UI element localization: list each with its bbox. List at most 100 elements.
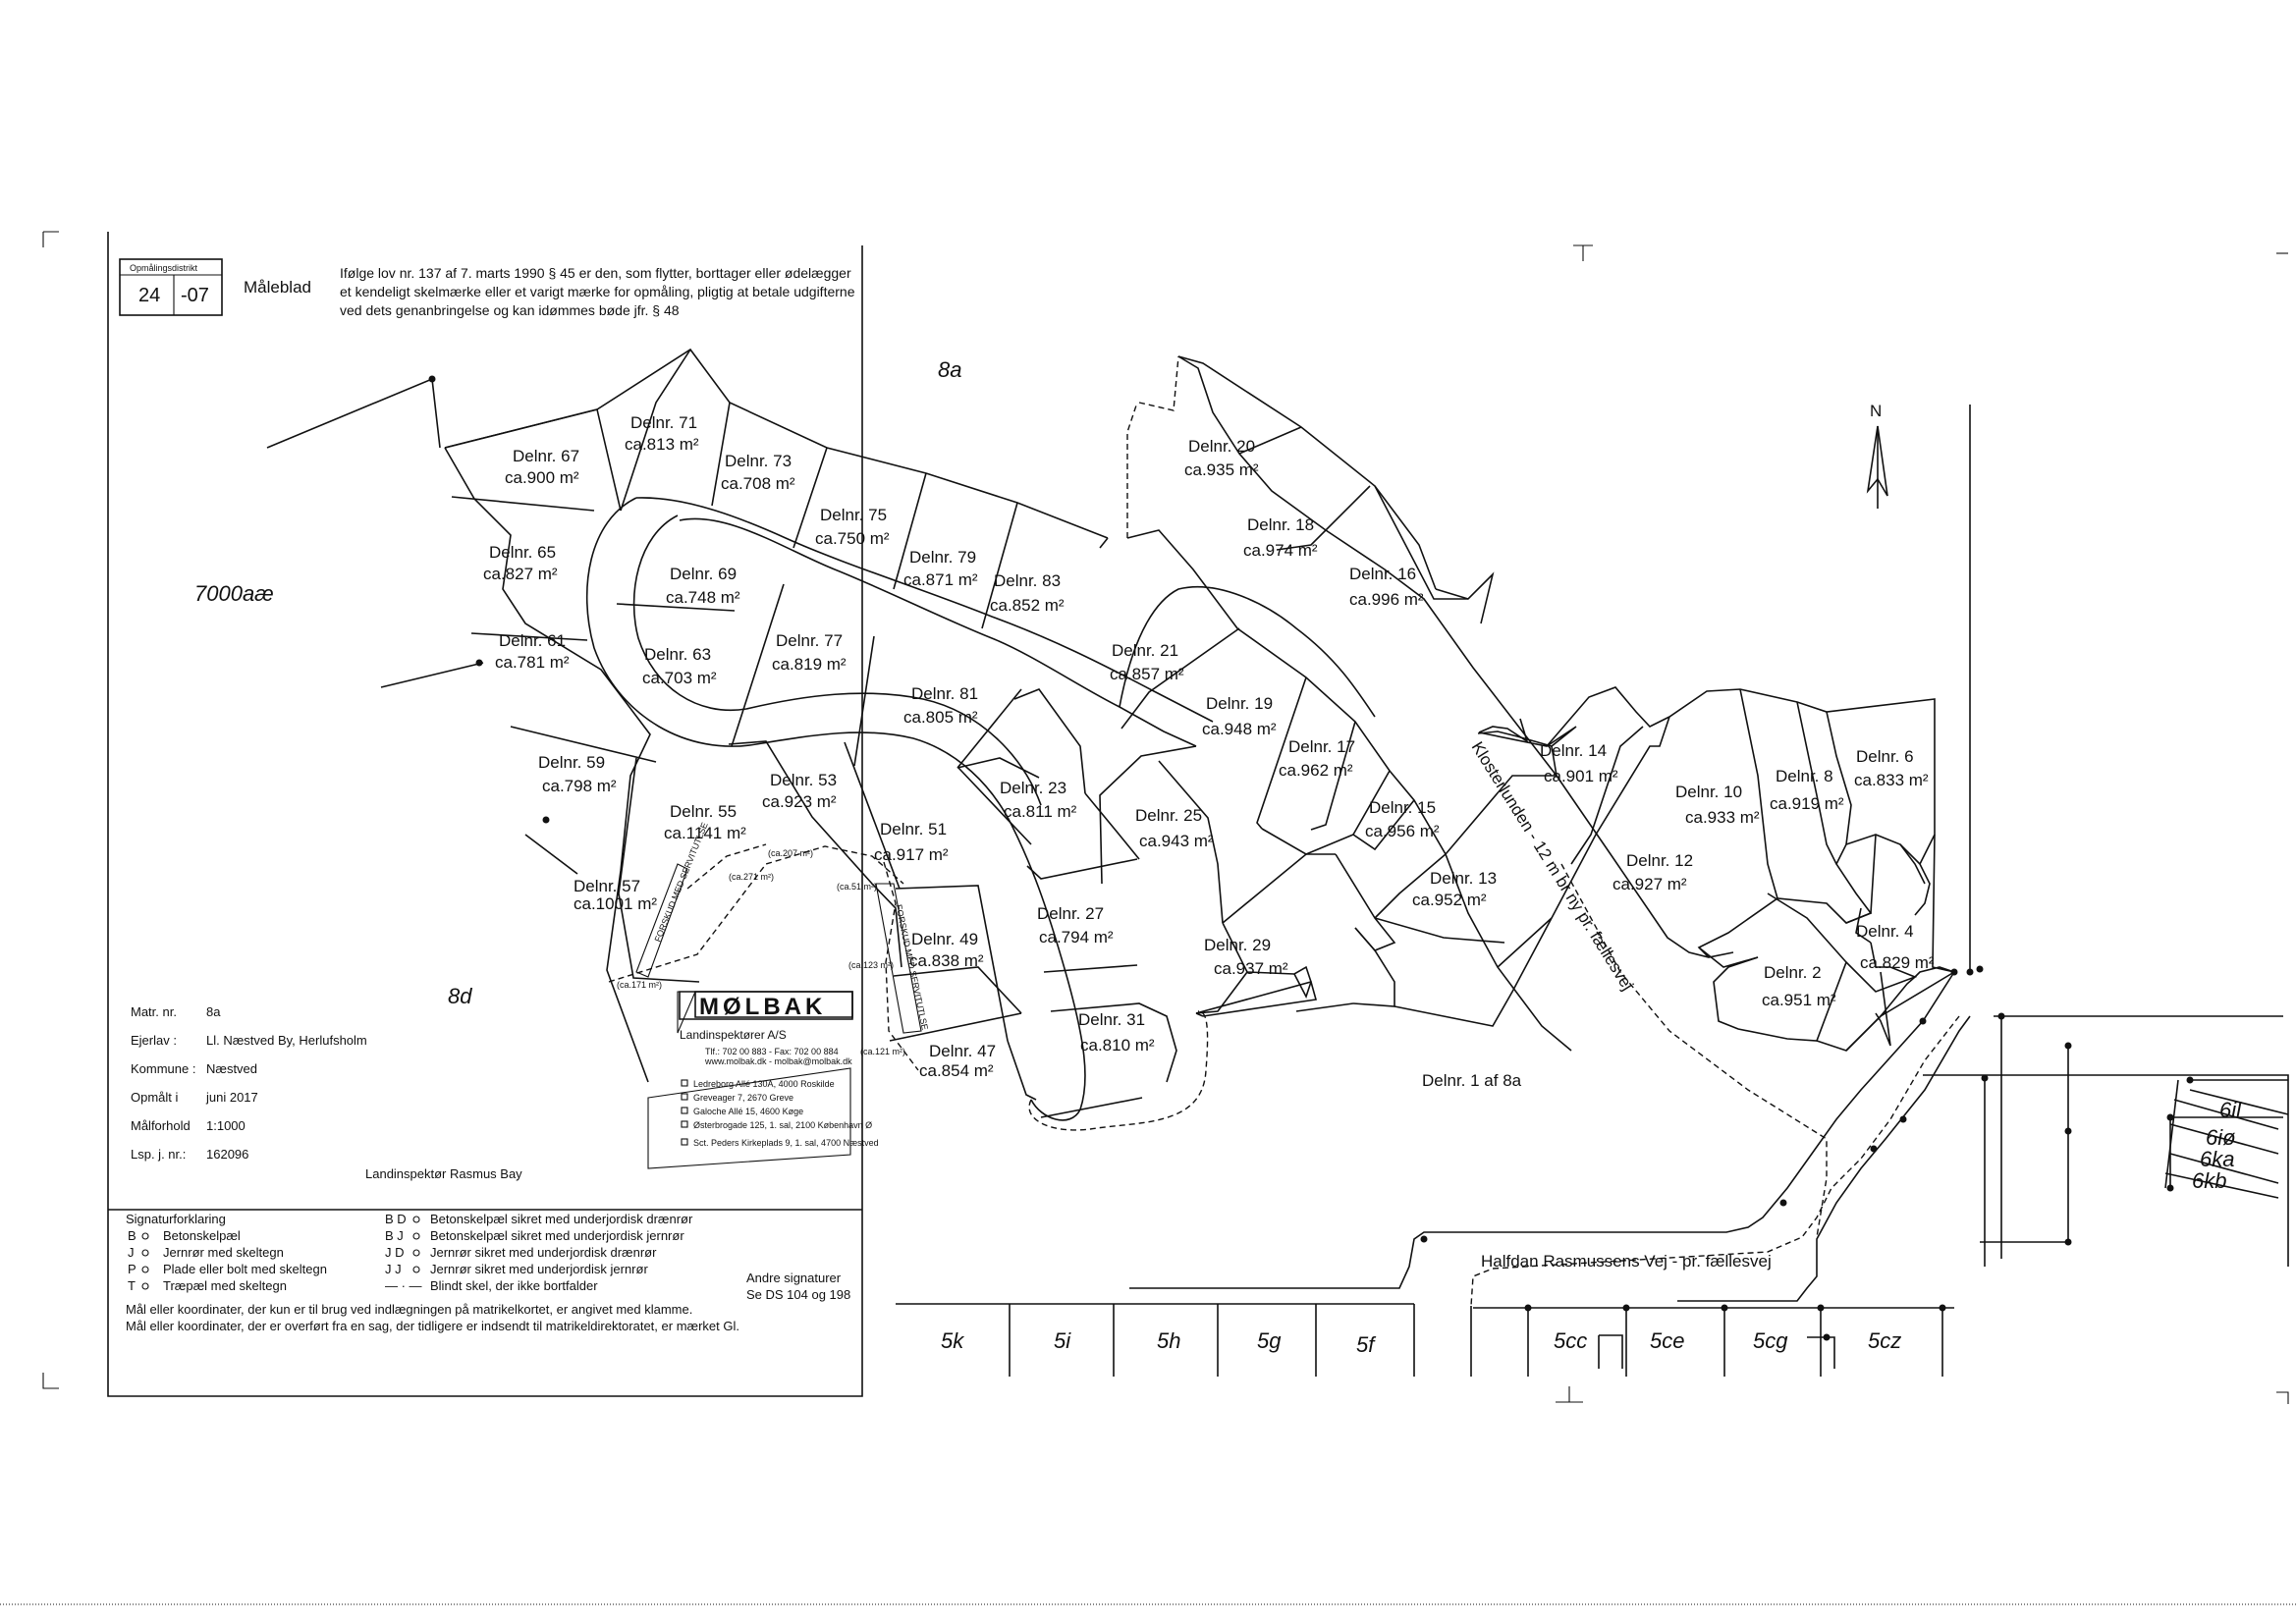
parcel-10-area: ca.933 m² bbox=[1685, 808, 1760, 827]
district-label: Opmålingsdistrikt bbox=[130, 263, 198, 273]
parcel-65-nr: Delnr. 65 bbox=[489, 543, 556, 562]
matrikel-labels: 8a 7000aæ 8d 5k 5i 5h 5g 5f 5cc 5ce 5cg … bbox=[194, 357, 2242, 1357]
parcel-63-nr: Delnr. 63 bbox=[644, 645, 711, 664]
parcel-57-area: ca.1001 m² bbox=[574, 894, 657, 913]
parcel-20-area: ca.935 m² bbox=[1184, 460, 1259, 479]
parcel-25-area: ca.943 m² bbox=[1139, 832, 1214, 850]
company-web: www.molbak.dk - molbak@molbak.dk bbox=[704, 1056, 852, 1066]
parcel-21-area: ca.857 m² bbox=[1110, 665, 1184, 683]
info-value-matr: 8a bbox=[206, 1004, 221, 1019]
notice-line-2: et kendeligt skelmærke eller et varigt m… bbox=[340, 284, 855, 299]
parcel-19-area: ca.948 m² bbox=[1202, 720, 1277, 738]
parcel-4-area: ca.829 m² bbox=[1860, 953, 1935, 972]
info-label-maalforhold: Målforhold bbox=[131, 1118, 191, 1133]
sheet-title: Måleblad bbox=[244, 278, 311, 297]
parcel-29-area: ca.937 m² bbox=[1214, 959, 1288, 978]
company-office-4: Østerbrogade 125, 1. sal, 2100 København… bbox=[693, 1120, 872, 1130]
parcel-65-area: ca.827 m² bbox=[483, 565, 558, 583]
easement-271: (ca.271 m²) bbox=[729, 872, 774, 882]
parcel-71-nr: Delnr. 71 bbox=[630, 413, 697, 432]
parcel-14-nr: Delnr. 14 bbox=[1540, 741, 1607, 760]
parcel-81-nr: Delnr. 81 bbox=[911, 684, 978, 703]
parcel-boundaries-west bbox=[444, 348, 1318, 1118]
parcel-59-area: ca.798 m² bbox=[542, 777, 617, 795]
legend-text-j: Jernrør med skeltegn bbox=[163, 1245, 284, 1260]
parcel-71-area: ca.813 m² bbox=[625, 435, 699, 454]
parcel-51-nr: Delnr. 51 bbox=[880, 820, 947, 839]
parcel-27-area: ca.794 m² bbox=[1039, 928, 1114, 947]
parcel-79-area: ca.871 m² bbox=[903, 570, 978, 589]
parcel-55-nr: Delnr. 55 bbox=[670, 802, 737, 821]
company-subtitle: Landinspektører A/S bbox=[680, 1028, 787, 1042]
parcel-29-nr: Delnr. 29 bbox=[1204, 936, 1271, 954]
matrikel-6kb: 6kb bbox=[2192, 1168, 2226, 1193]
parcel-boundaries-east bbox=[1121, 355, 1955, 1052]
company-office-1: Ledreborg Allé 130A, 4000 Roskilde bbox=[693, 1079, 835, 1089]
parcel-67-nr: Delnr. 67 bbox=[513, 447, 579, 465]
company-office-3: Galoche Allé 15, 4600 Køge bbox=[693, 1107, 803, 1116]
legend-title: Signaturforklaring bbox=[126, 1212, 226, 1226]
parcel-49-area: ca.838 m² bbox=[909, 951, 984, 970]
parcel-12-nr: Delnr. 12 bbox=[1626, 851, 1693, 870]
legend: Signaturforklaring B Betonskelpæl J Jern… bbox=[108, 1209, 862, 1333]
boundary-markers bbox=[428, 375, 2194, 1341]
parcel-8-area: ca.919 m² bbox=[1770, 794, 1844, 813]
parcel-15-area: ca.956 m² bbox=[1365, 822, 1440, 840]
parcel-18-nr: Delnr. 18 bbox=[1247, 515, 1314, 534]
matrikel-6ka: 6ka bbox=[2200, 1147, 2234, 1171]
legend-text-jd: Jernrør sikret med underjordisk drænrør bbox=[430, 1245, 657, 1260]
north-arrow: N bbox=[1866, 402, 1888, 509]
parcel-75-nr: Delnr. 75 bbox=[820, 506, 887, 524]
road-halfdan-name: Halfdan Rasmussens Vej - pr. fællesvej bbox=[1481, 1252, 1772, 1271]
parcel-47-nr: Delnr. 47 bbox=[929, 1042, 996, 1060]
info-value-opmaalt: juni 2017 bbox=[205, 1090, 258, 1105]
matrikel-5cc: 5cc bbox=[1554, 1328, 1587, 1353]
company-block: MØLBAK Landinspektører A/S Tlf.: 702 00 … bbox=[647, 991, 879, 1169]
parcel-18-area: ca.974 m² bbox=[1243, 541, 1318, 560]
parcel-79-nr: Delnr. 79 bbox=[909, 548, 976, 567]
matrikel-5g: 5g bbox=[1257, 1328, 1282, 1353]
parcel-10-nr: Delnr. 10 bbox=[1675, 783, 1742, 801]
parcel-13-nr: Delnr. 13 bbox=[1430, 869, 1497, 888]
notice-line-3: ved dets genanbringelse og kan idømmes b… bbox=[340, 302, 680, 318]
legend-text-bd: Betonskelpæl sikret med underjordisk dræ… bbox=[430, 1212, 693, 1226]
legend-other-value: Se DS 104 og 198 bbox=[746, 1287, 850, 1302]
info-value-lsp: 162096 bbox=[206, 1147, 248, 1162]
parcel-31-nr: Delnr. 31 bbox=[1078, 1010, 1145, 1029]
parcel-17-area: ca.962 m² bbox=[1279, 761, 1353, 780]
legend-code-jd: J D bbox=[385, 1245, 405, 1260]
easement-171: (ca.171 m²) bbox=[617, 980, 662, 990]
parcel-12-area: ca.927 m² bbox=[1613, 875, 1687, 893]
legend-text-b: Betonskelpæl bbox=[163, 1228, 241, 1243]
parcel-47-area: ca.854 m² bbox=[919, 1061, 994, 1080]
parcel-61-nr: Delnr. 61 bbox=[499, 631, 566, 650]
info-label-opmaalt: Opmålt i bbox=[131, 1090, 179, 1105]
parcel-17-nr: Delnr. 17 bbox=[1288, 737, 1355, 756]
legend-code-bd: B D bbox=[385, 1212, 407, 1226]
matrikel-7000: 7000aæ bbox=[194, 581, 274, 606]
parcel-51-area: ca.917 m² bbox=[874, 845, 949, 864]
parcel-59-nr: Delnr. 59 bbox=[538, 753, 605, 772]
legend-text-bj: Betonskelpæl sikret med underjordisk jer… bbox=[430, 1228, 684, 1243]
info-table: Matr. nr. 8a Ejerlav : Ll. Næstved By, H… bbox=[131, 1004, 522, 1181]
company-name: MØLBAK bbox=[699, 994, 826, 1020]
parcel-16-nr: Delnr. 16 bbox=[1349, 565, 1416, 583]
north-label: N bbox=[1870, 402, 1882, 420]
matrikel-5h: 5h bbox=[1157, 1328, 1180, 1353]
cul-de-sac-road bbox=[585, 497, 1214, 1131]
legend-text-p: Plade eller bolt med skeltegn bbox=[163, 1262, 327, 1276]
matrikel-5cz: 5cz bbox=[1868, 1328, 1901, 1353]
legend-code-t: T bbox=[128, 1278, 136, 1293]
legend-code-b: B bbox=[128, 1228, 137, 1243]
parcel-25-nr: Delnr. 25 bbox=[1135, 806, 1202, 825]
matrikel-5cg: 5cg bbox=[1753, 1328, 1788, 1353]
parcel-31-area: ca.810 m² bbox=[1080, 1036, 1155, 1055]
parcel-75-area: ca.750 m² bbox=[815, 529, 890, 548]
legend-note-2: Mål eller koordinater, der er overført f… bbox=[126, 1319, 739, 1333]
easement-207: (ca.207 m²) bbox=[768, 848, 813, 858]
legend-code-j: J bbox=[128, 1245, 135, 1260]
parcel-21-nr: Delnr. 21 bbox=[1112, 641, 1178, 660]
matrikel-8a: 8a bbox=[938, 357, 961, 382]
parcel-14-area: ca.901 m² bbox=[1544, 767, 1618, 785]
